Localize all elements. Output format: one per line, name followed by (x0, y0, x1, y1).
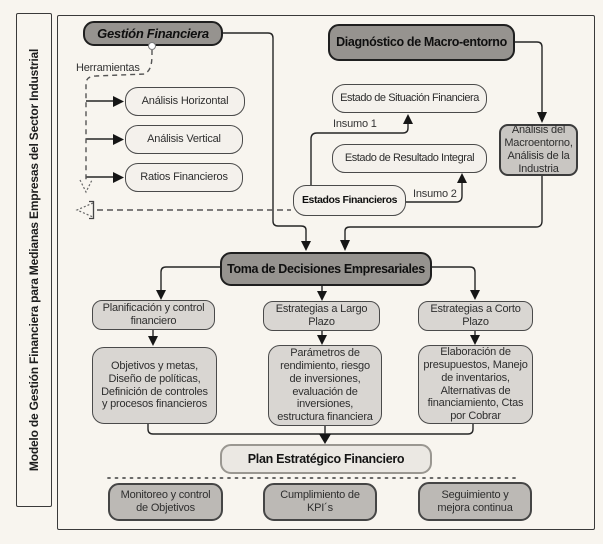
connector-planificacion-to-objetivos (148, 330, 158, 346)
node-estado-resultado-integral: Estado de Resultado Integral (332, 144, 487, 173)
node-estados-financieros: Estados Financieros (293, 185, 406, 216)
connector-insumo-1 (310, 114, 413, 185)
connector-feedback-dashed (75, 200, 291, 220)
node-planificacion-control: Planificación y control financiero (92, 300, 215, 330)
gestion-port-dot (148, 42, 156, 50)
connector-merge-to-plan (147, 424, 474, 444)
connector-toma-to-planificacion (156, 266, 220, 300)
node-analisis-macroentorno-industria: Análisis del Macroentorno, Análisis de l… (499, 124, 578, 176)
connector-insumo-2 (406, 173, 467, 203)
node-parametros-detalle: Parámetros de rendimiento, riesgo de inv… (268, 345, 382, 426)
node-gestion-financiera: Gestión Financiera (83, 21, 223, 46)
node-cumplimiento-kpis: Cumplimiento de KPI´s (263, 483, 377, 521)
node-diagnostico-macroentorno: Diagnóstico de Macro-entorno (328, 24, 515, 61)
diagram-border-frame (57, 15, 595, 530)
connector-toma-to-corto (432, 266, 480, 300)
diagram-title-band: Modelo de Gestión Financiera para Median… (16, 13, 52, 507)
node-seguimiento-mejora: Seguimiento y mejora continua (418, 482, 532, 521)
node-elaboracion-detalle: Elaboración de presupuestos, Manejo de i… (418, 345, 533, 424)
node-monitoreo-objetivos: Monitoreo y control de Objetivos (108, 483, 223, 521)
connector-corto-to-elaboracion (470, 331, 480, 345)
connector-analisis-to-toma (340, 176, 543, 251)
connector-herramientas-arrows (86, 96, 124, 183)
connector-toma-to-largo (317, 286, 327, 301)
label-insumo-2: Insumo 2 (413, 188, 457, 200)
node-analisis-vertical: Análisis Vertical (125, 125, 243, 154)
connector-gestion-to-toma (223, 32, 311, 251)
label-insumo-1: Insumo 1 (333, 118, 377, 130)
node-estado-situacion-financiera: Estado de Situación Financiera (332, 84, 487, 113)
connector-diagnostico-to-analisis (515, 41, 547, 123)
node-estrategias-largo-plazo: Estrategias a Largo Plazo (263, 301, 380, 331)
open-arrowhead-down (79, 179, 93, 194)
label-herramientas: Herramientas (76, 62, 140, 74)
node-ratios-financieros: Ratios Financieros (125, 163, 243, 192)
connector-largo-to-parametros (317, 331, 327, 345)
node-plan-estrategico: Plan Estratégico Financiero (220, 444, 432, 474)
node-estrategias-corto-plazo: Estrategias a Corto Plazo (418, 301, 533, 331)
node-objetivos-detalle: Objetivos y metas, Diseño de políticas, … (92, 347, 217, 424)
connector-gestion-to-herramientas (85, 49, 153, 181)
node-toma-decisiones: Toma de Decisiones Empresariales (220, 252, 432, 286)
node-analisis-horizontal: Análisis Horizontal (125, 87, 245, 116)
